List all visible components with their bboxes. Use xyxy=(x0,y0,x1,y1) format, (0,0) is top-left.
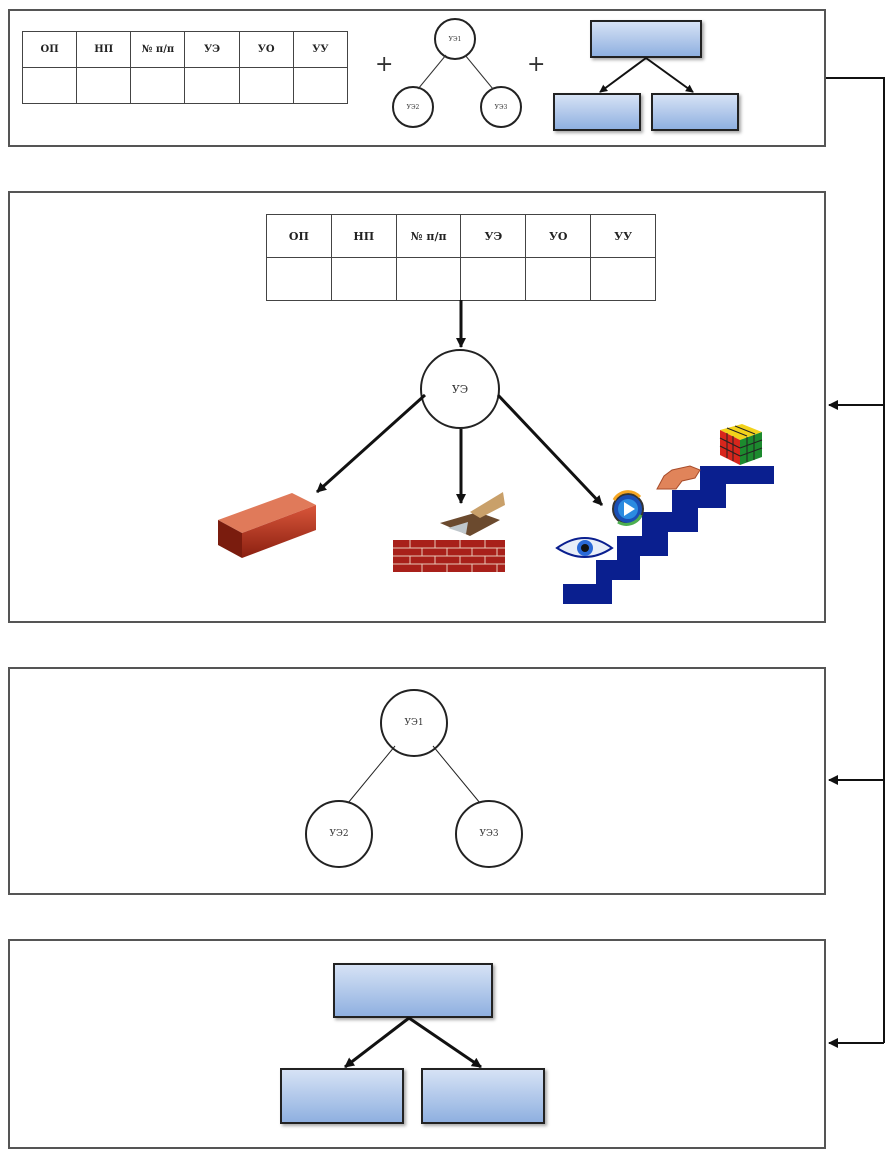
hierarchy-box-top xyxy=(333,963,493,1018)
tree-node-left: УЭ2 xyxy=(305,800,373,868)
empty-cell xyxy=(21,67,78,104)
node-arrow-brick xyxy=(315,393,427,494)
empty-cell xyxy=(238,67,294,104)
col-header: УЭ xyxy=(184,31,240,68)
hierarchy-arrow xyxy=(645,57,694,93)
brick-image xyxy=(218,493,316,558)
eye-icon xyxy=(555,537,614,558)
hierarchy-box-right xyxy=(421,1068,545,1124)
col-header: № п/п xyxy=(395,214,462,258)
hierarchy-box-left xyxy=(280,1068,404,1124)
hierarchy-box-top xyxy=(590,20,702,58)
detail-table: ОП НП № п/п УЭ УО УУ xyxy=(266,214,656,301)
col-header: УО xyxy=(238,31,294,68)
col-header: УУ xyxy=(292,31,349,68)
empty-cell xyxy=(130,67,186,104)
brick-wall-image xyxy=(393,492,505,572)
node-arrow-stairs xyxy=(496,393,604,507)
media-player-icon xyxy=(612,490,644,526)
plus-sign: + xyxy=(527,52,546,77)
hierarchy-box-left xyxy=(553,93,641,131)
rubiks-cube-icon xyxy=(719,424,763,465)
element-node: УЭ xyxy=(420,349,500,429)
tree-edge xyxy=(347,745,396,804)
empty-cell xyxy=(525,257,592,301)
hand-icon xyxy=(656,465,701,490)
hierarchy-arrow xyxy=(599,57,647,93)
empty-cell xyxy=(266,257,332,301)
tree-node-left: УЭ2 xyxy=(392,86,434,128)
hierarchy-arrow xyxy=(344,1016,410,1069)
col-header: НП xyxy=(330,214,397,258)
col-header: № п/п xyxy=(130,31,186,68)
tree-node-right: УЭ3 xyxy=(480,86,522,128)
tree-edge xyxy=(417,54,447,90)
col-header: ОП xyxy=(266,214,332,258)
empty-cell xyxy=(76,67,132,104)
feedback-line xyxy=(826,77,885,1043)
col-header: УО xyxy=(525,214,592,258)
hierarchy-arrow xyxy=(408,1016,482,1069)
tree-node-root: УЭ1 xyxy=(380,689,448,757)
empty-cell xyxy=(395,257,462,301)
hierarchy-box-right xyxy=(651,93,739,131)
empty-cell xyxy=(292,67,349,104)
summary-table: ОП НП № п/п УЭ УО УУ xyxy=(21,31,349,104)
plus-sign: + xyxy=(375,52,394,77)
staircase-image xyxy=(563,466,774,604)
tree-edge xyxy=(432,745,481,804)
empty-cell xyxy=(590,257,656,301)
col-header: НП xyxy=(76,31,132,68)
tree-node-right: УЭ3 xyxy=(455,800,523,868)
tree-node-root: УЭ1 xyxy=(434,18,476,60)
col-header: УУ xyxy=(590,214,656,258)
tree-edge xyxy=(464,54,494,90)
